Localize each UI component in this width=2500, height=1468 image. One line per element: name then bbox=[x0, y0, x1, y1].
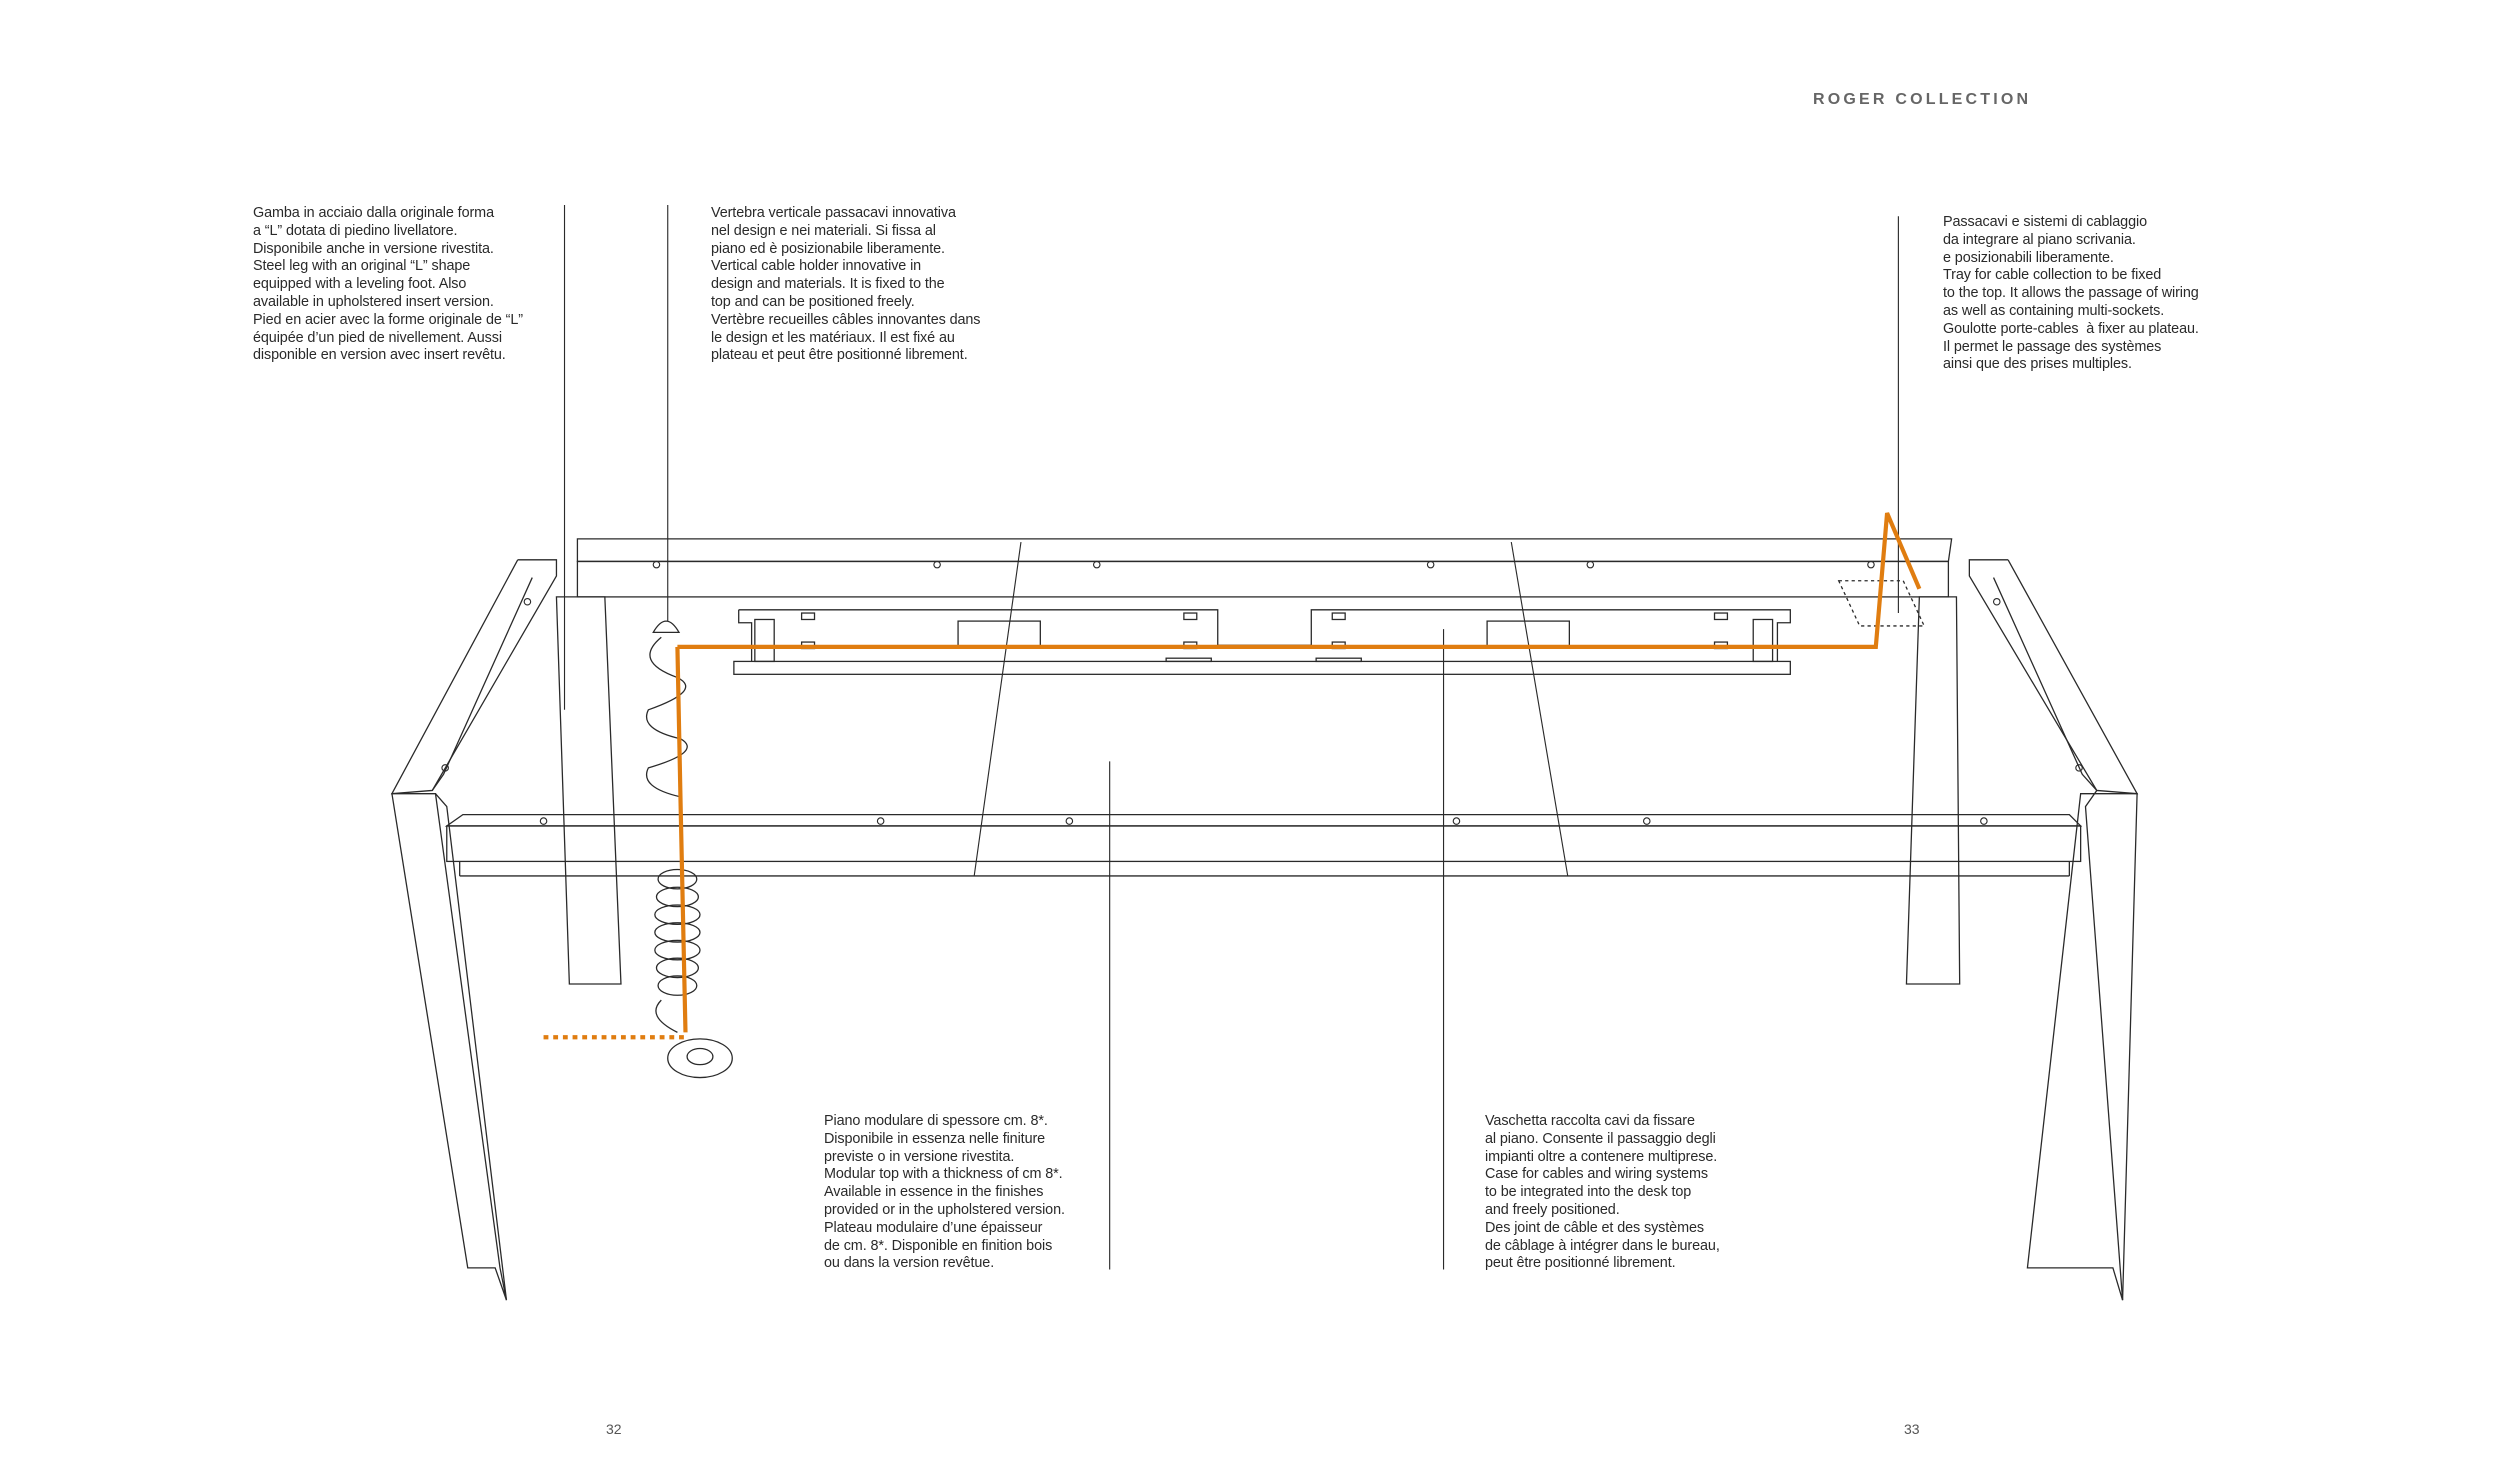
caption-line: Passacavi e sistemi di cablaggio bbox=[1943, 214, 2147, 230]
caption-line: top and can be positioned freely. bbox=[711, 293, 915, 310]
caption-line: Disponibile anche in versione rivestita. bbox=[253, 240, 494, 257]
caption-line: impianti oltre a contenere multiprese. bbox=[1485, 1148, 1718, 1165]
caption-line: Available in essence in the finishes bbox=[824, 1184, 1044, 1201]
caption-line: Gamba in acciaio dalla originale forma bbox=[253, 205, 494, 221]
caption-line: Goulotte porte-cables à fixer au plateau… bbox=[1943, 320, 2199, 337]
caption-line: al piano. Consente il passaggio degli bbox=[1485, 1130, 1716, 1147]
back-rail bbox=[576, 538, 1953, 598]
caption-line: Vertebra verticale passacavi innovativa bbox=[711, 205, 956, 221]
caption-line: disponible en version avec insert revêtu… bbox=[253, 347, 506, 364]
screws bbox=[441, 560, 2083, 825]
caption-line: da integrare al piano scrivania. bbox=[1943, 231, 2136, 248]
caption-line: Disponibile in essenza nelle finiture bbox=[824, 1130, 1046, 1147]
caption-line: available in upholstered insert version. bbox=[253, 293, 494, 310]
caption-line: to the top. It allows the passage of wir… bbox=[1943, 285, 2199, 302]
caption-line: ainsi que des prises multiples. bbox=[1943, 356, 2132, 373]
right-frame bbox=[1905, 559, 2139, 1301]
caption-line: Vertical cable holder innovative in bbox=[711, 258, 922, 275]
caption-line: le design et les matériaux. Il est fixé … bbox=[711, 329, 955, 346]
caption-line: Il permet le passage des systèmes bbox=[1943, 338, 2162, 355]
caption-line: Vaschetta raccolta cavi da fissare bbox=[1485, 1113, 1695, 1129]
left-frame bbox=[390, 559, 622, 1301]
caption-line: équipée d’un pied de nivellement. Aussi bbox=[253, 329, 502, 346]
caption-line: previste o in versione rivestita. bbox=[824, 1148, 1015, 1165]
caption-line: peut être positionné librement. bbox=[1485, 1255, 1676, 1272]
vertebra-cable-holder bbox=[646, 620, 733, 1079]
page-number-left: 32 bbox=[606, 1421, 622, 1437]
caption-line: Des joint de câble et des systèmes bbox=[1485, 1219, 1704, 1236]
caption-line: Plateau modulaire d’une épaisseur bbox=[824, 1219, 1043, 1236]
caption-line: nel design e nei materiali. Si fissa al bbox=[711, 222, 936, 239]
page-number-right: 33 bbox=[1904, 1421, 1920, 1437]
caption-line: design and materials. It is fixed to the bbox=[711, 276, 945, 293]
caption-line: to be integrated into the desk top bbox=[1485, 1184, 1692, 1201]
brand-header: ROGER COLLECTION bbox=[1813, 91, 2032, 108]
caption-line: Steel leg with an original “L” shape bbox=[253, 258, 471, 275]
caption-line: ou dans la version revêtue. bbox=[824, 1255, 995, 1272]
caption-line: as well as containing multi-sockets. bbox=[1943, 302, 2165, 319]
caption-line: Pied en acier avec la forme originale de… bbox=[253, 311, 523, 328]
caption-line: Tray for cable collection to be fixed bbox=[1943, 267, 2162, 284]
front-rail bbox=[444, 814, 2083, 877]
caption-line: de cm. 8*. Disponible en finition bois bbox=[824, 1237, 1053, 1254]
caption-line: Modular top with a thickness of cm 8*. bbox=[824, 1166, 1063, 1183]
caption-line: equipped with a leveling foot. Also bbox=[253, 276, 467, 293]
cable-tray bbox=[733, 580, 1926, 675]
caption-line: provided or in the upholstered version. bbox=[824, 1201, 1065, 1218]
caption-line: a “L” dotata di piedino livellatore. bbox=[253, 222, 458, 239]
caption-line: and freely positioned. bbox=[1485, 1201, 1620, 1218]
cable-route bbox=[543, 512, 1922, 1040]
caption-line: Vertèbre recueilles câbles innovantes da… bbox=[711, 311, 981, 328]
caption-top: Piano modulare di spessore cm. 8*.Dispon… bbox=[824, 1113, 1065, 1273]
caption-line: de câblage à intégrer dans le bureau, bbox=[1485, 1237, 1720, 1254]
caption-line: Piano modulare di spessore cm. 8*. bbox=[824, 1113, 1048, 1129]
caption-line: e posizionabili liberamente. bbox=[1943, 249, 2114, 266]
caption-line: Case for cables and wiring systems bbox=[1485, 1166, 1708, 1183]
caption-line: piano ed è posizionabile liberamente. bbox=[711, 240, 945, 257]
leader-lines bbox=[563, 204, 1899, 1270]
caption-line: plateau et peut être positionné libremen… bbox=[711, 347, 968, 364]
